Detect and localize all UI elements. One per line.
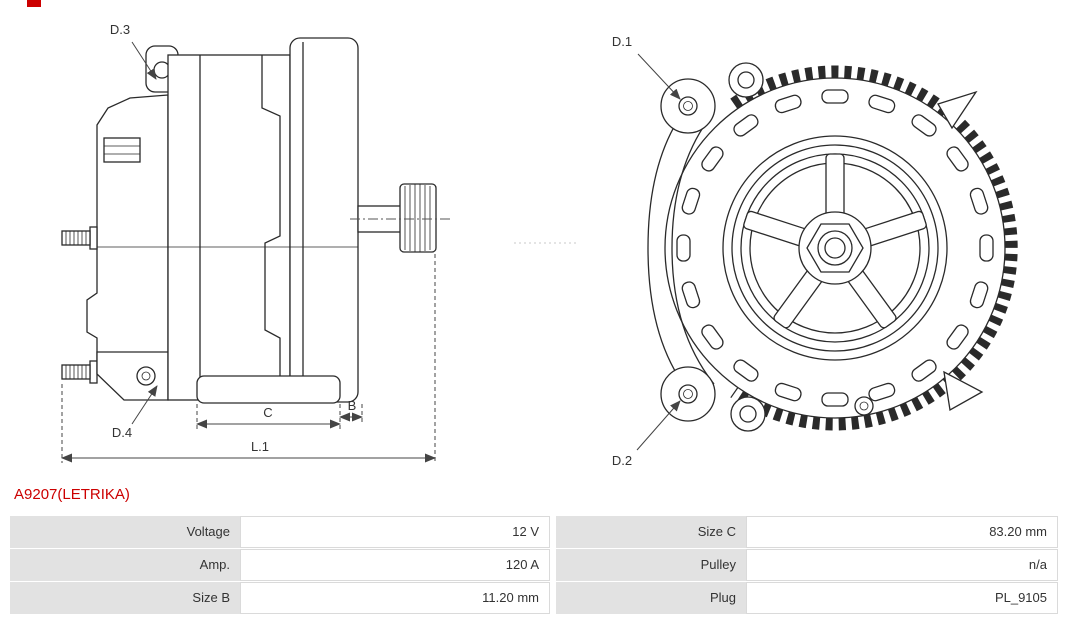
terminal-stud-bottom — [61, 360, 98, 384]
leader-d4 — [131, 385, 158, 425]
spec-label: Amp. — [10, 549, 240, 581]
cooling-fins-ring — [730, 65, 1018, 431]
dim-label-l1: L.1 — [251, 439, 269, 454]
mounting-boss-top — [728, 62, 764, 98]
dim-label-d3: D.3 — [110, 22, 130, 37]
leader-d3 — [131, 41, 157, 80]
part-number-link[interactable]: A9207(LETRIKA) — [14, 486, 130, 503]
spec-label: Pulley — [556, 549, 746, 581]
bracket-inner-edge — [671, 111, 715, 385]
pulley-side — [399, 183, 437, 253]
stator-body — [167, 54, 291, 401]
rear-vent-slats — [104, 145, 140, 155]
spec-value: 83.20 mm — [746, 516, 1058, 548]
spec-label: Size B — [10, 582, 240, 614]
leader-d2 — [636, 400, 681, 451]
mounting-lug-bottom — [96, 351, 169, 401]
side-view: D.3 D.4 C B L.1 — [61, 22, 450, 463]
spec-value: 120 A — [240, 549, 550, 581]
spec-table-left: Voltage 12 V Amp. 120 A Size B 11.20 mm — [10, 516, 550, 614]
front-view: D.1 D.2 — [612, 34, 1018, 468]
fan-shroud-inner — [731, 144, 939, 352]
rear-cover — [86, 94, 169, 397]
mounting-boss-bottom — [730, 396, 766, 432]
spec-value: PL_9105 — [746, 582, 1058, 614]
dim-label-d1: D.1 — [612, 34, 632, 49]
terminal-stud-top — [61, 226, 98, 250]
alternator-technical-drawing: D.3 D.4 C B L.1 — [61, 22, 1018, 468]
front-housing — [289, 37, 359, 403]
spec-label: Voltage — [10, 516, 240, 548]
spec-table: Voltage 12 V Amp. 120 A Size B 11.20 mm … — [10, 516, 1058, 614]
logo-fragment — [27, 0, 41, 7]
dim-label-c: C — [263, 405, 272, 420]
spec-value: 12 V — [240, 516, 550, 548]
hub-nut — [798, 211, 872, 285]
leader-d1 — [637, 53, 681, 100]
vent-slots — [676, 89, 994, 407]
spec-value: 11.20 mm — [240, 582, 550, 614]
spec-label: Plug — [556, 582, 746, 614]
dim-label-d4: D.4 — [112, 425, 132, 440]
spec-label: Size C — [556, 516, 746, 548]
dim-label-d2: D.2 — [612, 453, 632, 468]
fin-bottom-right — [943, 370, 984, 412]
mounting-foot — [196, 375, 341, 404]
body-step-profile — [261, 55, 281, 400]
spec-value: n/a — [746, 549, 1058, 581]
bracket-outer-edge — [647, 91, 701, 405]
spec-table-right: Size C 83.20 mm Pulley n/a Plug PL_9105 — [556, 516, 1058, 614]
fin-top-right — [937, 90, 978, 130]
rear-vent — [103, 137, 141, 163]
face-hole — [854, 396, 874, 416]
dim-label-b: B — [348, 398, 357, 413]
